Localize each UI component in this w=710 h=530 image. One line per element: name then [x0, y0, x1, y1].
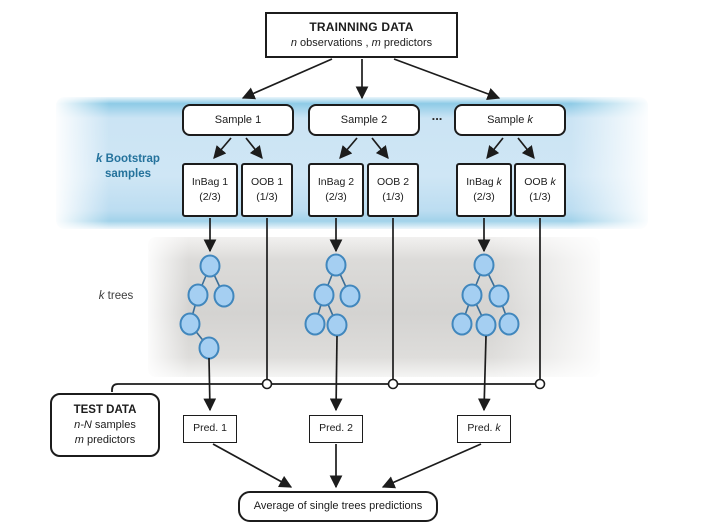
sample-k-box: Sample k — [454, 104, 566, 136]
tree-node — [475, 313, 497, 337]
k-trees-label: k trees — [98, 290, 134, 302]
tree-node — [304, 312, 326, 336]
training-data-title: TRAINNING DATA — [309, 20, 414, 35]
tree-node — [473, 253, 495, 277]
tree-node — [488, 284, 510, 308]
tree-node — [179, 312, 201, 336]
tree-node — [325, 253, 347, 277]
bootstrap-samples-label: k Bootstrap samples — [96, 153, 160, 180]
training-data-box: TRAINNING DATA n observations , m predic… — [265, 12, 458, 58]
inbag-k-box: InBag k (2/3) — [456, 163, 512, 217]
samples-ellipsis: ... — [431, 108, 443, 123]
connector-dot — [387, 378, 399, 390]
tree-node — [313, 283, 335, 307]
tree-node — [461, 283, 483, 307]
tree-node — [187, 283, 209, 307]
tree-2 — [304, 253, 361, 337]
tree-node — [339, 284, 361, 308]
test-data-title: TEST DATA — [73, 403, 137, 416]
pred-2-box: Pred. 2 — [309, 415, 363, 443]
sample-2-label: Sample 2 — [340, 113, 388, 126]
connector-dot — [534, 378, 546, 390]
test-data-box: TEST DATA n-N samples m predictors — [50, 393, 160, 457]
test-data-line1: n-N samples — [74, 418, 136, 431]
test-data-line2: m predictors — [74, 434, 136, 447]
connector-dot — [261, 378, 273, 390]
pred-to-average-arrows — [212, 443, 482, 489]
tree-node — [199, 254, 221, 278]
sample-1-label: Sample 1 — [214, 113, 262, 126]
oob-2-box: OOB 2(1/3) — [367, 163, 419, 217]
average-predictions-label: Average of single trees predictions — [253, 500, 423, 513]
inbag-1-box: InBag 1(2/3) — [182, 163, 238, 217]
pred-1-box: Pred. 1 — [183, 415, 237, 443]
sample-2-box: Sample 2 — [308, 104, 420, 136]
average-predictions-box: Average of single trees predictions — [238, 491, 438, 522]
training-to-samples-arrows — [241, 58, 501, 100]
tree-1 — [179, 254, 235, 360]
tree-node — [213, 284, 235, 308]
tree-node — [326, 313, 348, 337]
sample-1-box: Sample 1 — [182, 104, 294, 136]
bus-junction-dots — [261, 378, 546, 390]
oob-1-box: OOB 1(1/3) — [241, 163, 293, 217]
tree-to-pred-arrows — [203, 335, 491, 412]
test-data-bus-line — [111, 383, 540, 392]
tree-k — [451, 253, 520, 337]
tree-node — [451, 312, 473, 336]
sample-to-bag-arrows — [213, 137, 535, 159]
tree-node — [498, 312, 520, 336]
training-data-subtitle: n observations , m predictors — [290, 36, 433, 49]
sample-k-label: Sample k — [487, 113, 533, 126]
inbag-2-box: InBag 2(2/3) — [308, 163, 364, 217]
oob-lines — [266, 218, 541, 379]
inbag-to-tree-arrows — [203, 218, 491, 253]
oob-k-box: OOB k (1/3) — [514, 163, 566, 217]
pred-k-box: Pred. k — [457, 415, 511, 443]
tree-node — [198, 336, 220, 360]
